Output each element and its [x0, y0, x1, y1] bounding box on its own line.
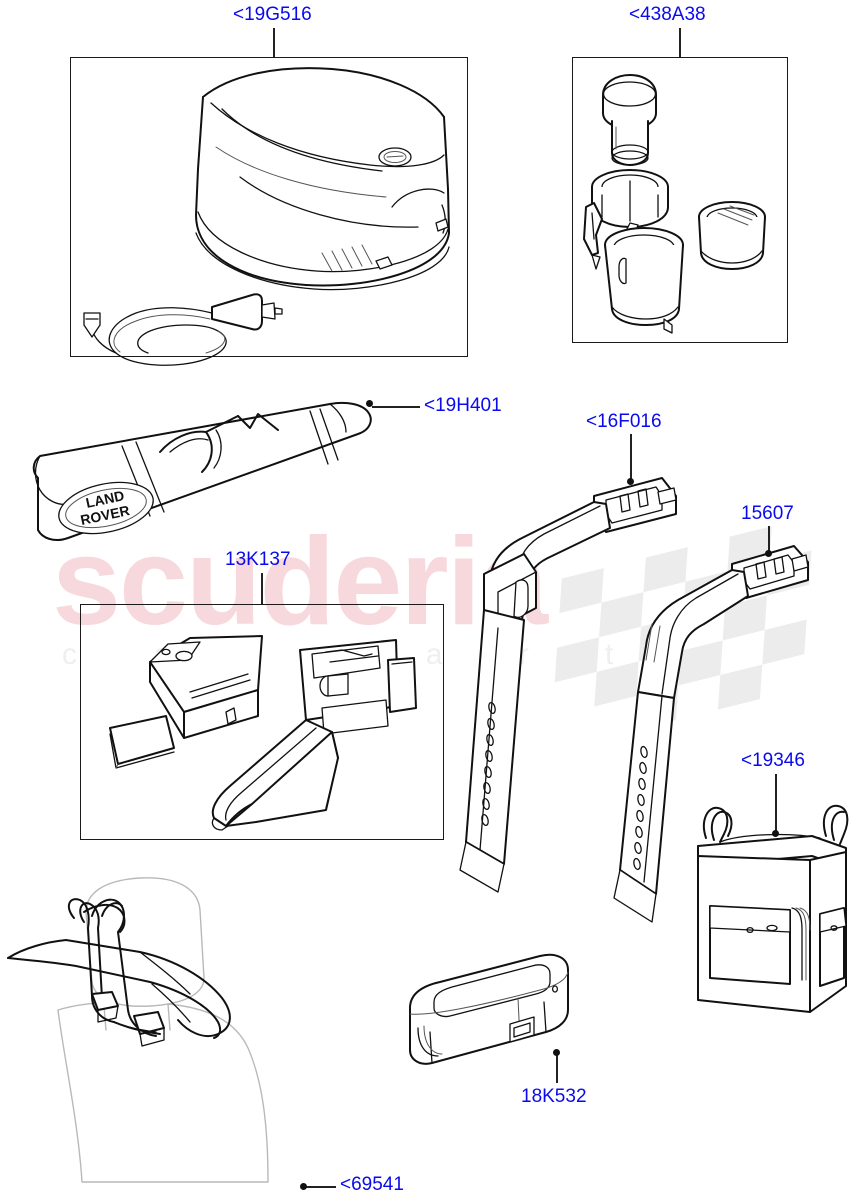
- cool-box-frame: [70, 57, 468, 357]
- coat-hanger-illustration: [0, 870, 320, 1200]
- console-box-illustration: [400, 950, 580, 1075]
- leader-line-16F016: [630, 434, 632, 482]
- power-socket-kit-frame: [572, 57, 788, 343]
- leader-dot-19H401: [366, 400, 373, 407]
- leader-line-438A38: [679, 28, 681, 57]
- leader-dot-18K532: [553, 1049, 560, 1056]
- leader-line-19H401: [372, 406, 420, 408]
- leader-line-19346: [775, 774, 777, 834]
- part-label-18K532: 18K532: [521, 1086, 587, 1107]
- part-label-13K137: 13K137: [225, 549, 291, 570]
- leader-line-69541: [306, 1186, 336, 1188]
- belt-extension-long-illustration: [450, 470, 710, 940]
- power-socket-kit-illustration: [572, 57, 786, 341]
- part-label-19G516: <19G516: [233, 4, 312, 25]
- leader-line-19G516: [273, 28, 275, 57]
- leader-line-18K532: [556, 1055, 558, 1083]
- leader-dot-19346: [772, 830, 779, 837]
- leader-dot-16F016: [627, 478, 634, 485]
- ski-bag-illustration: LAND ROVER: [10, 390, 390, 550]
- leader-line-13K137: [261, 573, 263, 604]
- part-label-19H401: <19H401: [424, 395, 502, 416]
- part-label-69541: <69541: [340, 1174, 404, 1195]
- part-label-438A38: <438A38: [629, 4, 706, 25]
- cool-box-illustration: [70, 57, 466, 366]
- part-label-15607: 15607: [741, 503, 794, 524]
- leader-dot-69541: [300, 1183, 307, 1190]
- seat-back-bag-illustration: [680, 790, 860, 1022]
- land-rover-logo-line1: LAND: [84, 487, 125, 511]
- electronics-kit-illustration: [80, 604, 442, 838]
- electronics-kit-frame: [80, 604, 444, 840]
- leader-dot-15607: [765, 550, 772, 557]
- part-label-19346: <19346: [741, 750, 805, 771]
- part-label-16F016: <16F016: [586, 411, 662, 432]
